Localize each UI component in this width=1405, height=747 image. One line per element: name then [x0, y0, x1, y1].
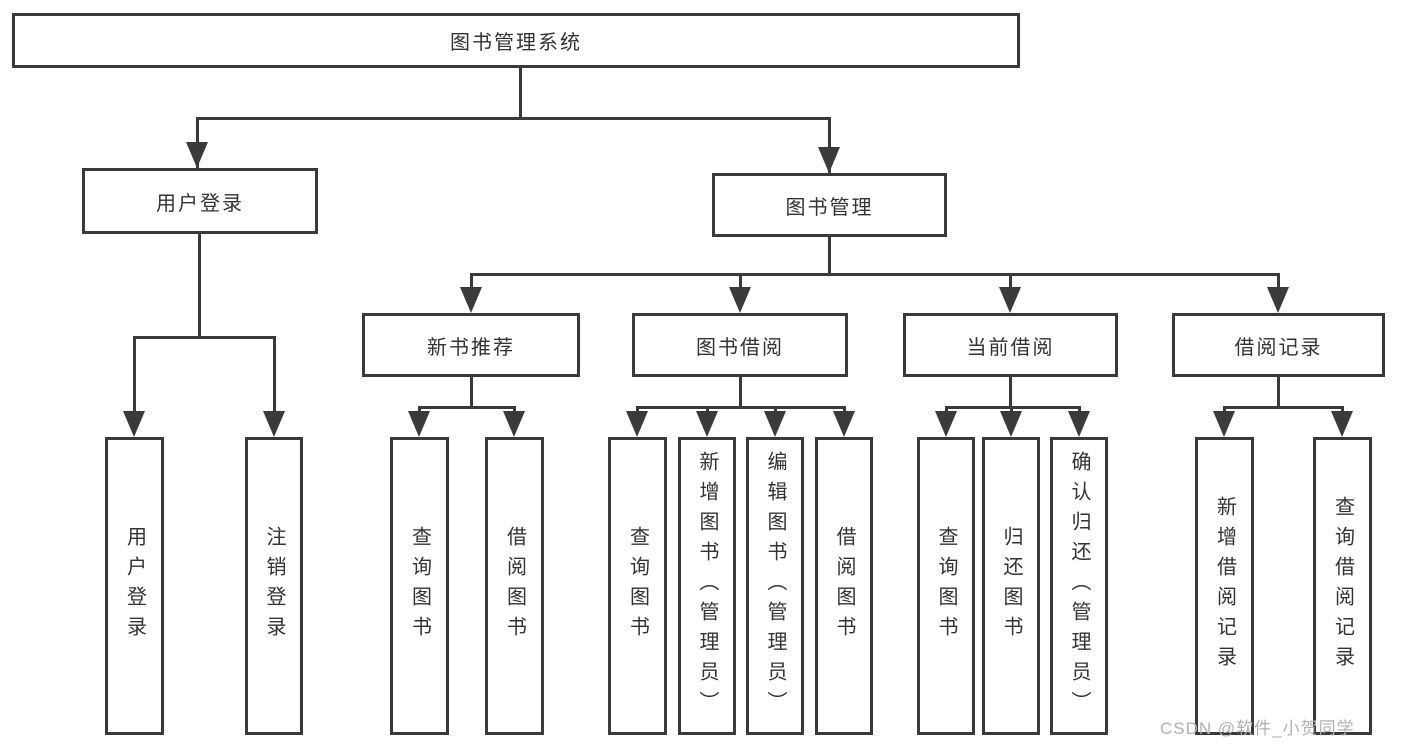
connector-line [198, 233, 201, 339]
arrowhead-icon [729, 287, 751, 313]
connector-line [1223, 406, 1344, 409]
node-new-book-recommend-label: 新书推荐 [427, 336, 515, 359]
arrowhead-icon [123, 411, 145, 437]
arrowhead-icon [1000, 411, 1022, 437]
connector-line [828, 236, 831, 276]
leaf-user-login: 用户登录 [105, 437, 164, 735]
node-library-system: 图书管理系统 [12, 13, 1020, 68]
node-new-book-recommend: 新书推荐 [362, 313, 580, 377]
arrowhead-icon [833, 411, 855, 437]
arrowhead-icon [696, 411, 718, 437]
connector-line [1009, 375, 1012, 409]
node-book-management: 图书管理 [712, 173, 947, 237]
watermark: CSDN @软件_小贺同学 [1160, 719, 1355, 738]
leaf-edit-books-admin-label: 编辑图书（管理员） [764, 451, 786, 721]
connector-line [739, 375, 742, 409]
connector-line [133, 336, 276, 339]
leaf-confirm-return-admin: 确认归还（管理员） [1050, 437, 1108, 735]
node-current-borrow-label: 当前借阅 [966, 336, 1055, 359]
connector-line [273, 336, 276, 426]
arrowhead-icon [999, 287, 1021, 313]
leaf-edit-books-admin: 编辑图书（管理员） [746, 437, 804, 735]
node-book-borrow-label: 图书借阅 [696, 336, 784, 359]
arrowhead-icon [1068, 411, 1090, 437]
arrowhead-icon [626, 411, 648, 437]
arrowhead-icon [503, 411, 525, 437]
connector-line [1277, 273, 1280, 295]
arrowhead-icon [186, 142, 208, 168]
connector-line [519, 67, 522, 120]
leaf-logout: 注销登录 [245, 437, 303, 735]
connector-line [828, 117, 831, 173]
node-current-borrow: 当前借阅 [903, 313, 1118, 377]
connector-line [739, 273, 742, 295]
connector-line [470, 273, 1280, 276]
connector-line [945, 406, 1081, 409]
node-library-system-label: 图书管理系统 [450, 32, 582, 54]
leaf-borrow-query-books-label: 查询图书 [626, 526, 649, 646]
arrowhead-icon [263, 411, 285, 437]
leaf-borrow-books: 借阅图书 [815, 437, 873, 735]
node-borrow-records: 借阅记录 [1172, 313, 1385, 377]
arrowhead-icon [1267, 287, 1289, 313]
arrowhead-icon [764, 411, 786, 437]
leaf-add-borrow-record-label: 新增借阅记录 [1213, 496, 1236, 676]
connector-line [470, 375, 473, 409]
leaf-query-borrow-record: 查询借阅记录 [1313, 437, 1372, 735]
connector-line [470, 273, 473, 295]
leaf-confirm-return-admin-label: 确认归还（管理员） [1068, 451, 1090, 721]
arrowhead-icon [1213, 411, 1235, 437]
leaf-current-query-books: 查询图书 [917, 437, 975, 735]
connector-line [1277, 375, 1280, 409]
arrowhead-icon [460, 287, 482, 313]
leaf-add-books-admin-label: 新增图书（管理员） [696, 451, 718, 721]
leaf-query-borrow-record-label: 查询借阅记录 [1331, 496, 1354, 676]
node-book-borrow: 图书借阅 [632, 313, 848, 377]
node-book-management-label: 图书管理 [785, 196, 874, 219]
node-user-login-label: 用户登录 [156, 192, 244, 215]
connector-line [636, 406, 846, 409]
arrowhead-icon [408, 411, 430, 437]
leaf-recommend-borrow-books: 借阅图书 [485, 437, 544, 735]
leaf-return-books: 归还图书 [982, 437, 1040, 735]
leaf-borrow-query-books: 查询图书 [608, 437, 667, 735]
leaf-recommend-query-books: 查询图书 [390, 437, 449, 735]
node-borrow-records-label: 借阅记录 [1234, 336, 1323, 359]
leaf-current-query-books-label: 查询图书 [935, 526, 957, 646]
arrowhead-icon [1331, 411, 1353, 437]
arrowhead-icon [818, 147, 840, 173]
node-user-login: 用户登录 [82, 168, 318, 234]
leaf-borrow-books-label: 借阅图书 [833, 526, 855, 646]
leaf-recommend-query-books-label: 查询图书 [408, 526, 431, 646]
leaf-return-books-label: 归还图书 [1000, 526, 1022, 646]
arrowhead-icon [935, 411, 957, 437]
connector-line [196, 117, 831, 120]
leaf-add-borrow-record: 新增借阅记录 [1195, 437, 1254, 735]
connector-line [133, 336, 136, 426]
connector-line [418, 406, 516, 409]
connector-line [1009, 273, 1012, 295]
leaf-recommend-borrow-books-label: 借阅图书 [503, 526, 526, 646]
leaf-logout-label: 注销登录 [263, 526, 285, 646]
leaf-user-login-label: 用户登录 [123, 526, 146, 646]
leaf-add-books-admin: 新增图书（管理员） [678, 437, 736, 735]
